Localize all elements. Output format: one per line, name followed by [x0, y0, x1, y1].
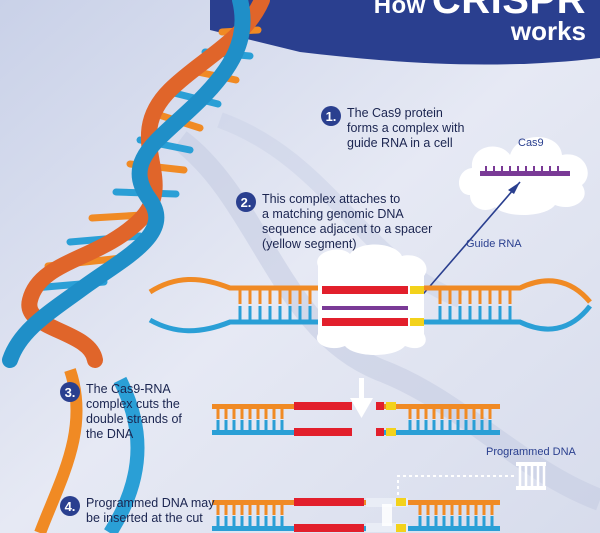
step-1: 1. The Cas9 protein forms a complex with…: [321, 106, 464, 151]
cut-arrow: [359, 378, 364, 400]
step-number: 2.: [236, 192, 256, 212]
programmed-dna-insert: [397, 462, 546, 500]
cas9-label: Cas9: [518, 137, 544, 149]
cas9-complex-illustration: [417, 136, 588, 301]
guide-rna-label: Guide RNA: [466, 238, 522, 250]
step-2: 2. This complex attaches to a matching g…: [236, 192, 432, 252]
cas9-cloud: [458, 136, 588, 216]
target-segment: [322, 286, 408, 294]
spacer-segment: [410, 318, 424, 326]
guide-rna-bound: [322, 306, 408, 310]
step-text: This complex attaches to a matching geno…: [262, 192, 433, 251]
guide-rna-pointer: [417, 181, 521, 301]
step2-dna: [148, 244, 592, 355]
step-number: 1.: [321, 106, 341, 126]
title-line-2: works: [510, 16, 586, 46]
pointer-arrowhead: [508, 182, 520, 194]
step-text: The Cas9 protein forms a complex with gu…: [347, 106, 465, 150]
step-3: 3. The Cas9-RNA complex cuts the double …: [60, 382, 182, 442]
title-line-1: How CRISPR: [374, 0, 586, 23]
step-number: 3.: [60, 382, 80, 402]
target-segment: [322, 318, 408, 326]
helix-strand-tail: [104, 376, 145, 533]
helix-strand-blue: [2, 0, 251, 368]
step-text: Programmed DNA may be inserted at the cu…: [86, 496, 215, 525]
cas9-cloud-bound: [316, 244, 427, 355]
guide-rna-strand: [480, 171, 570, 176]
step3-cut-dna: [212, 378, 500, 436]
programmed-dna-label: Programmed DNA: [486, 446, 576, 458]
insert-path: [397, 475, 514, 500]
step4-dna: [212, 498, 500, 532]
title-prefix: How: [373, 0, 426, 19]
spacer-segment: [410, 286, 424, 294]
step-number: 4.: [60, 496, 80, 516]
title-main: CRISPR: [431, 0, 586, 22]
cut-arrowhead: [350, 398, 373, 418]
title-banner: [210, 0, 600, 65]
step-text: The Cas9-RNA complex cuts the double str…: [86, 382, 182, 441]
step-4: 4. Programmed DNA may be inserted at the…: [60, 496, 215, 526]
